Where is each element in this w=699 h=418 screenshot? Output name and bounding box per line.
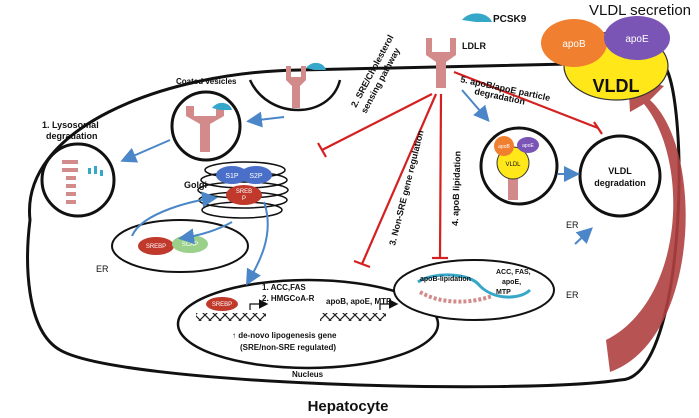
- membrane-receptor-pcsk9: [248, 62, 342, 112]
- er-vldl-label: ER: [566, 220, 579, 230]
- vldl-small-label: VLDL: [505, 162, 521, 168]
- inhibition-lines: [317, 70, 603, 269]
- apoe-particle: [604, 16, 670, 60]
- apob-lipidation-label: apoB-lipidation: [420, 276, 471, 283]
- vldl-label: VLDL: [593, 76, 640, 96]
- apob-small-label: apoB: [498, 144, 510, 150]
- lipidation-factor-1: ACC, FAS,: [496, 269, 531, 276]
- gene-label-other: apoB, apoE, MTP: [326, 297, 392, 306]
- er-left-label: ER: [96, 264, 109, 274]
- s1p-label: S1P: [225, 173, 239, 180]
- vldl-assembly-compartment: apoB apoE VLDL: [479, 126, 559, 206]
- flow-arrows: [120, 89, 593, 286]
- apoe-small-label: apoE: [522, 143, 534, 149]
- lysosomal-label-2: degradation: [46, 131, 98, 141]
- vldl-degradation: VLDL degradation: [578, 134, 662, 218]
- gene-label-2: 2. HMGCoA-R: [262, 294, 315, 303]
- apob-label: apoB: [562, 39, 586, 50]
- apoe-label: apoE: [625, 34, 649, 45]
- vldl-secretion-title: VLDL secretion: [589, 2, 691, 19]
- nucleus: Nucleus SREBP 1. ACC,FAS 2. HMGCoA-R apo…: [176, 278, 440, 379]
- vldl-secretion-particle: apoB apoE VLDL VLDL secretion: [541, 2, 691, 101]
- golgi-label: Golgi: [184, 180, 207, 190]
- srebp-golgi-label-2: P: [242, 196, 246, 202]
- er-right: apoB-lipidation ACC, FAS, apoE, MTP ER: [393, 259, 579, 321]
- srebp-golgi-label-1: SREB: [236, 189, 252, 195]
- golgi-apparatus: Golgi S1P S2P SREB P: [184, 161, 289, 219]
- lysosomal-label-1: 1. Lysosomal: [42, 120, 99, 130]
- er-left: SREBP SCAP ER: [96, 219, 249, 274]
- hepatocyte-label: Hepatocyte: [308, 398, 389, 415]
- denovo-label-1: ↑ de-novo lipogenesis gene: [232, 331, 337, 340]
- pathway-4-label: 4. apoB lipidation: [450, 151, 463, 226]
- apob-particle: [541, 19, 607, 67]
- ldlr-receptor: LDLR: [426, 38, 486, 88]
- vldl-degradation-label-2: degradation: [594, 178, 646, 188]
- srebp-nucleus-label: SREBP: [212, 302, 232, 308]
- er-right-label: ER: [566, 290, 579, 300]
- nucleus-label: Nucleus: [292, 370, 324, 379]
- s2p-label: S2P: [249, 173, 263, 180]
- srebp-er-label: SREBP: [146, 244, 166, 250]
- gene-label-1: 1. ACC,FAS: [262, 283, 306, 292]
- coated-vesicle: Coated vesicles: [170, 77, 242, 162]
- pcsk9-label: PCSK9: [493, 14, 527, 25]
- vldl-secretion-arrow: [606, 76, 686, 372]
- lipidation-factor-3: MTP: [496, 289, 511, 296]
- pcsk9: PCSK9: [462, 13, 527, 25]
- lipidation-factor-2: apoE,: [502, 279, 521, 286]
- coated-vesicles-label: Coated vesicles: [176, 77, 237, 86]
- denovo-label-2: (SRE/non-SRE regulated): [240, 343, 336, 352]
- lysosome: 1. Lysosomal degradation: [40, 120, 116, 218]
- scap-label: SCAP: [182, 242, 198, 248]
- vldl-degradation-label-1: VLDL: [608, 166, 632, 176]
- ldlr-label: LDLR: [462, 41, 486, 51]
